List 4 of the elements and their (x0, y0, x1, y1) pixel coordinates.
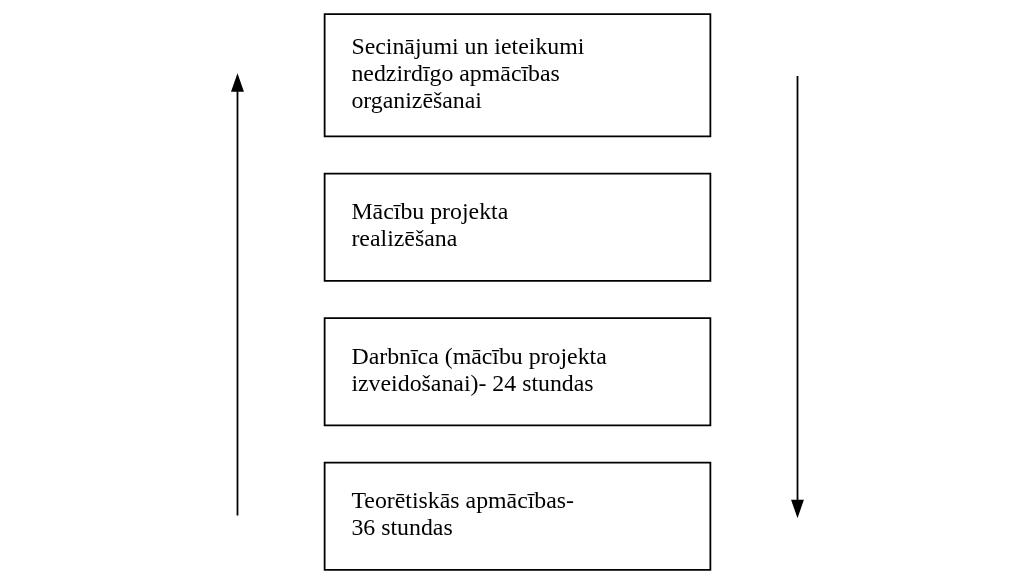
node-box: Secinājumi un ieteikumi nedzirdīgo apmācības organizēšanai (323, 13, 712, 138)
node-box: Mācību projekta realizēšana (323, 172, 712, 282)
node-box: Darbnīca (mācību projekta izveidošanai)- 24 stundas (323, 317, 712, 427)
node-box: Teorētiskās apmācības- 36 stundas (323, 461, 712, 571)
